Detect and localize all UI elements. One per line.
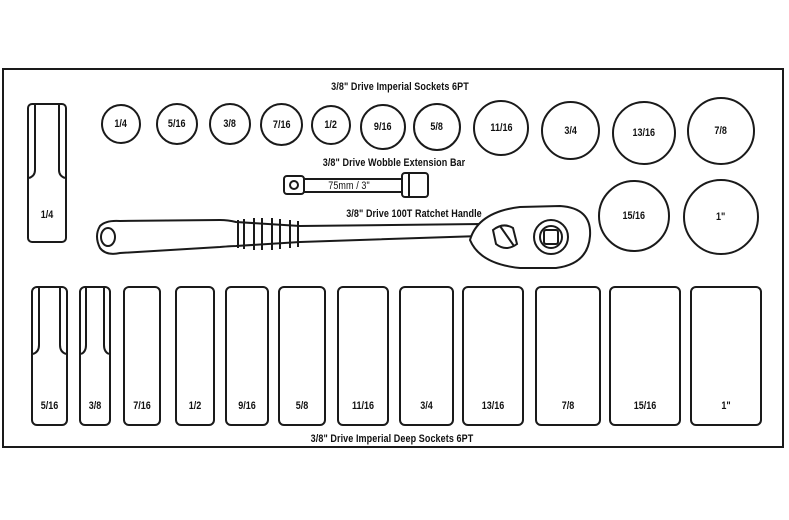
- deep-socket-7-8: 7/8: [535, 286, 601, 426]
- deep-socket-label: 13/16: [481, 400, 505, 412]
- deep-socket-label: 11/16: [351, 400, 375, 412]
- socket-label: 7/8: [714, 125, 728, 137]
- heading-top-sockets: 3/8" Drive Imperial Sockets 6PT: [331, 81, 469, 93]
- deep-socket-9-16: 9/16: [225, 286, 269, 426]
- socket-label: 1": [716, 211, 726, 223]
- socket-label: 3/4: [564, 124, 577, 137]
- extension-length-label: 75mm / 3": [328, 180, 370, 192]
- socket-9-16: 9/16: [360, 104, 406, 150]
- socket-15-16: 15/16: [598, 180, 670, 252]
- deep-socket-label: 3/8: [88, 400, 102, 412]
- socket-label: 13/16: [632, 127, 656, 139]
- deep-socket-label: 5/8: [295, 400, 309, 412]
- socket-label: 1/2: [324, 119, 338, 131]
- socket-1-2: 1/2: [311, 105, 351, 145]
- deep-socket-label: 1/2: [188, 400, 202, 412]
- socket-11-16: 11/16: [473, 100, 529, 156]
- socket-label: 5/16: [168, 118, 186, 130]
- deep-socket-15-16: 15/16: [609, 286, 681, 426]
- deep-socket-5-8: 5/8: [278, 286, 326, 426]
- deep-socket-label: 3/4: [420, 400, 433, 412]
- deep-socket-7-16: 7/16: [123, 286, 161, 426]
- heading-ratchet: 3/8" Drive 100T Ratchet Handle: [346, 208, 482, 220]
- socket-label: 5/8: [430, 121, 444, 133]
- deep-socket-11-16: 11/16: [337, 286, 389, 426]
- socket-label: 15/16: [622, 210, 646, 222]
- socket-1-4: 1/4: [101, 104, 141, 144]
- heading-deep-sockets: 3/8" Drive Imperial Deep Sockets 6PT: [310, 433, 474, 445]
- deep-socket-1-2: 1/2: [175, 286, 215, 426]
- tall-socket-label: 1/4: [40, 209, 54, 221]
- socket-label: 3/8: [223, 118, 237, 130]
- deep-socket-label: 15/16: [633, 400, 657, 412]
- socket-7-16: 7/16: [260, 103, 303, 146]
- socket-7-8: 7/8: [687, 97, 755, 165]
- socket-3-8: 3/8: [209, 103, 251, 145]
- deep-socket-label: 7/8: [561, 400, 575, 412]
- deep-socket-13-16: 13/16: [462, 286, 524, 426]
- socket-3-4: 3/4: [541, 101, 600, 160]
- socket-label: 11/16: [489, 122, 513, 134]
- socket-label: 9/16: [374, 121, 392, 133]
- deep-socket-label: 1": [721, 400, 731, 412]
- socket-label: 1/4: [114, 118, 128, 130]
- deep-socket-3-8: 3/8: [79, 286, 111, 426]
- socket-1-inch: 1": [683, 179, 759, 255]
- deep-socket-label: 7/16: [133, 400, 151, 412]
- deep-socket-label: 5/16: [40, 400, 59, 412]
- deep-socket-5-16: 5/16: [31, 286, 68, 426]
- deep-socket-label: 9/16: [238, 400, 256, 412]
- socket-5-8: 5/8: [413, 103, 461, 151]
- socket-5-16: 5/16: [156, 103, 198, 145]
- socket-label: 7/16: [272, 118, 291, 131]
- ratchet-drawing: [96, 204, 592, 269]
- socket-13-16: 13/16: [612, 101, 676, 165]
- deep-socket-1-inch: 1": [690, 286, 762, 426]
- heading-extension-bar: 3/8" Drive Wobble Extension Bar: [322, 157, 466, 169]
- deep-socket-3-4: 3/4: [399, 286, 454, 426]
- extension-bar-drawing: [283, 172, 429, 198]
